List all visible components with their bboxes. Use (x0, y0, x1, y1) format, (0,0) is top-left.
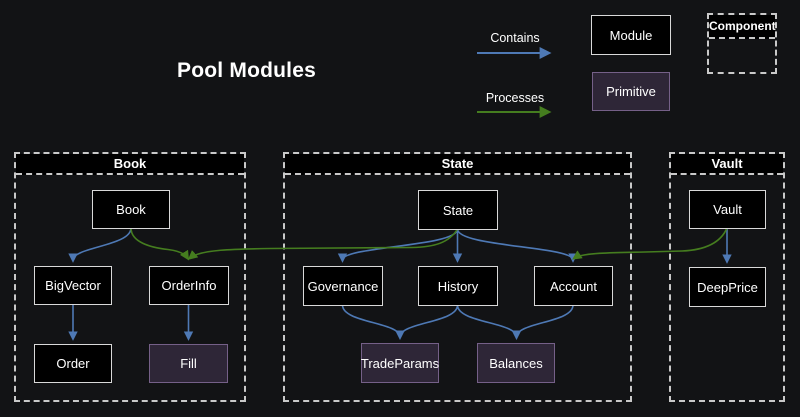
edge-contains-state-governance (337, 228, 459, 263)
container-vault-header: Vault (671, 154, 783, 175)
edge-processes-state-orderinfo (187, 228, 459, 260)
edge-contains-history-tradeparams (395, 304, 459, 340)
node-orderinfo: OrderInfo (149, 266, 229, 305)
legend-primitive-label: Primitive (606, 84, 656, 99)
node-order-label: Order (56, 356, 90, 371)
legend-primitive-box: Primitive (592, 72, 670, 111)
node-book: Book (92, 190, 170, 229)
edge-processes-vault-account (572, 227, 728, 260)
container-state: State (283, 152, 632, 402)
node-state: State (418, 190, 498, 230)
node-governance-label: Governance (307, 278, 379, 294)
node-orderinfo-label: OrderInfo (161, 278, 217, 293)
node-governance: Governance (303, 266, 383, 306)
container-state-header: State (285, 154, 630, 175)
node-fill-label: Fill (180, 356, 197, 371)
container-vault: Vault (669, 152, 785, 402)
legend-component-box: Component (707, 13, 777, 74)
node-history-label: History (437, 278, 479, 294)
legend-contains-label: Contains (490, 31, 540, 45)
edge-contains-state-account (456, 228, 578, 263)
node-state-label: State (442, 202, 474, 218)
node-bigvector: BigVector (34, 266, 112, 305)
legend-module-box: Module (591, 15, 671, 55)
node-order: Order (34, 344, 112, 383)
node-history: History (418, 266, 498, 306)
legend-component-label: Component (709, 15, 776, 39)
legend-module-label: Module (609, 27, 653, 43)
edge-contains-account-balances (511, 304, 574, 340)
node-tradeparams-label: TradeParams (360, 355, 440, 371)
node-account-label: Account (550, 278, 597, 294)
node-account: Account (534, 266, 613, 306)
edge-contains-governance-tradeparams (341, 304, 405, 340)
node-vault: Vault (689, 190, 766, 229)
legend-processes-label: Processes (485, 91, 545, 105)
container-book: Book (14, 152, 246, 402)
node-vault-label: Vault (713, 202, 742, 217)
node-tradeparams: TradeParams (361, 343, 439, 383)
edge-processes-book-orderinfo (130, 227, 190, 261)
node-book-label: Book (116, 202, 146, 217)
diagram-title: Pool Modules (177, 59, 316, 82)
node-balances: Balances (477, 343, 555, 383)
container-book-header: Book (16, 154, 244, 175)
node-deepprice-label: DeepPrice (697, 279, 758, 295)
edge-contains-book-bigvector (68, 227, 132, 263)
node-fill: Fill (149, 344, 228, 383)
node-balances-label: Balances (489, 355, 543, 371)
edge-contains-history-balances (456, 304, 522, 340)
node-bigvector-label: BigVector (45, 278, 101, 293)
node-deepprice: DeepPrice (689, 267, 766, 307)
